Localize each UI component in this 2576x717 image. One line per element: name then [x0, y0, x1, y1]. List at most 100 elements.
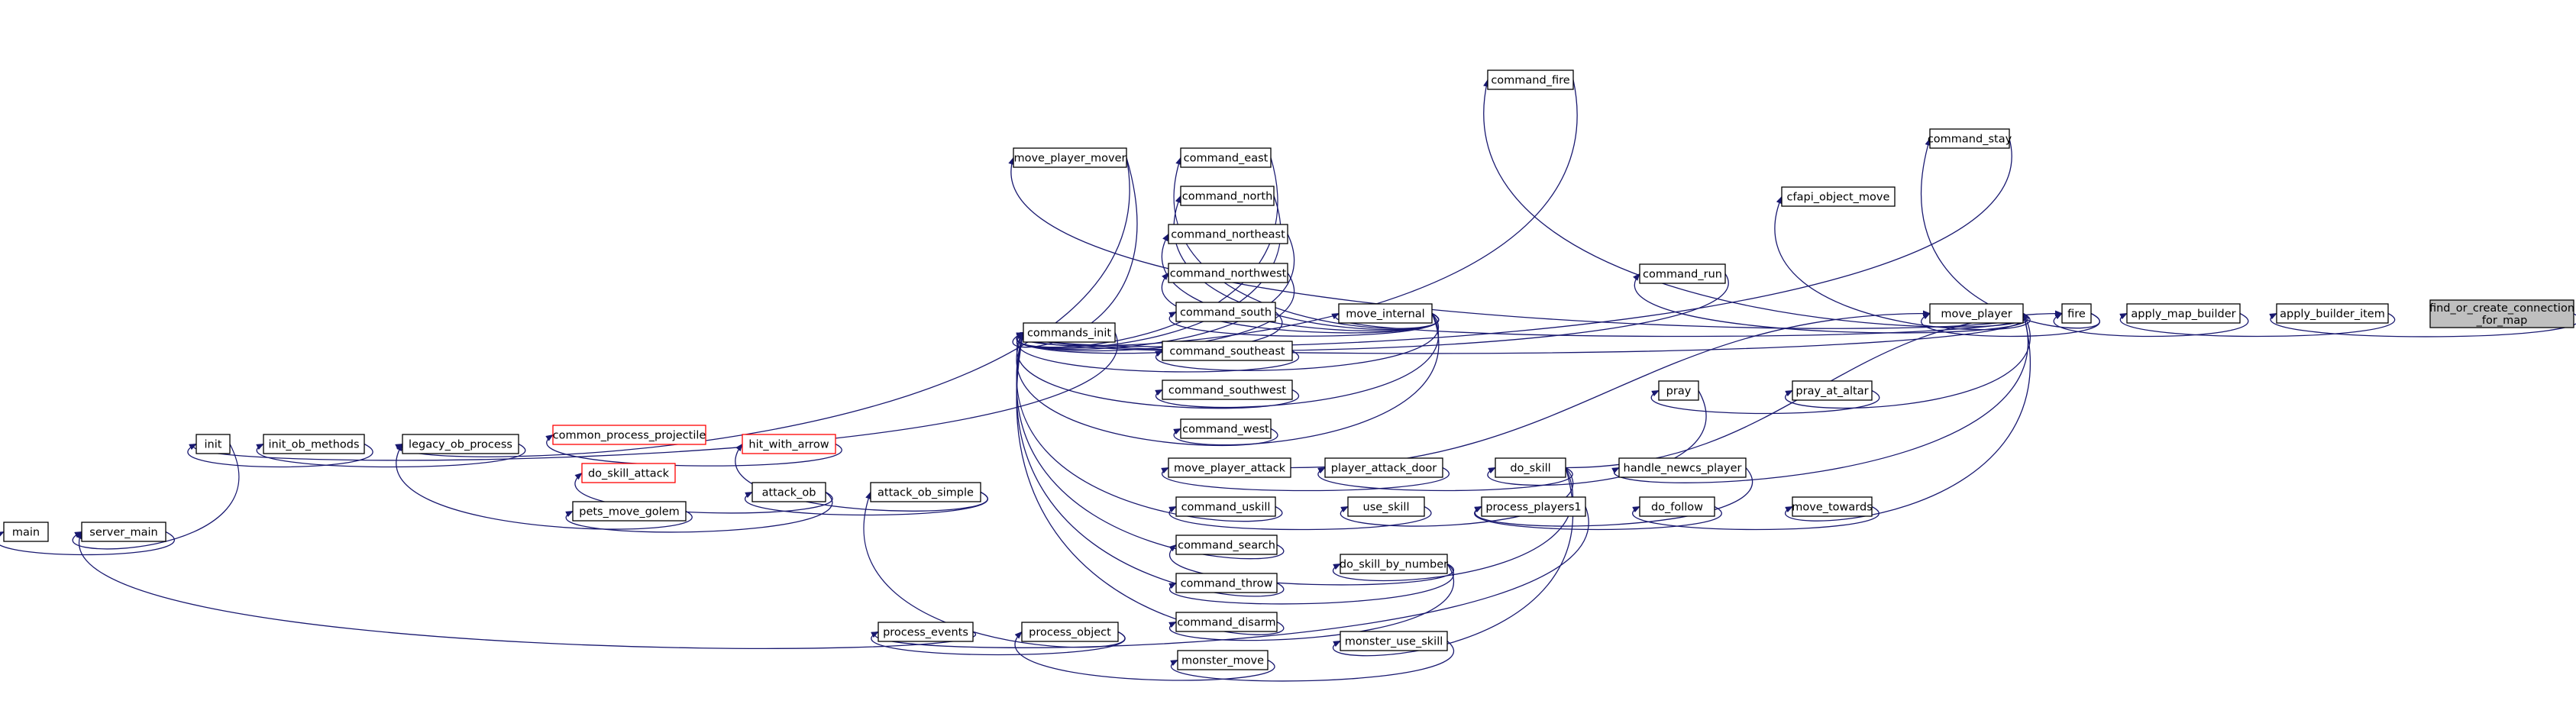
edges-layer	[0, 79, 2576, 682]
edge-line	[72, 444, 240, 550]
node-label: apply_builder_item	[2280, 308, 2385, 321]
node-pray[interactable]: pray	[1658, 380, 1699, 401]
node-move-player[interactable]: move_player	[1929, 303, 2024, 324]
edge-move_player-to-pray_at_altar	[1785, 313, 2031, 409]
node-command-south[interactable]: command_south	[1175, 302, 1276, 322]
node-hit-with-arrow[interactable]: hit_with_arrow	[742, 434, 836, 454]
edge-line	[1611, 313, 2029, 483]
edge-player_attack_door-to-move_player_attack	[1161, 467, 1450, 492]
node-process-object[interactable]: process_object	[1021, 622, 1119, 642]
edge-move_internal-to-command_southeast	[1155, 313, 1440, 371]
node-command-throw[interactable]: command_throw	[1175, 573, 1278, 593]
node-attack-ob[interactable]: attack_ob	[751, 482, 826, 502]
node-use-skill[interactable]: use_skill	[1347, 496, 1425, 517]
edge-line	[1168, 311, 1440, 337]
node-box	[1324, 457, 1443, 478]
edge-attack_ob_simple-to-attack_ob	[744, 491, 989, 516]
edge-pray-to-do_skill	[1487, 390, 1707, 486]
node-monster-use-skill[interactable]: monster_use_skill	[1340, 631, 1448, 651]
node-box	[263, 434, 365, 454]
node-command-east[interactable]: command_east	[1180, 147, 1272, 168]
edge-init-to-server_main	[72, 444, 240, 550]
edge-line	[871, 506, 1589, 648]
node-command-search[interactable]: command_search	[1175, 535, 1278, 555]
edge-monster_move-to-process_object	[1014, 631, 1275, 681]
node-box	[2126, 303, 2241, 324]
node-move-player-attack[interactable]: move_player_attack	[1168, 457, 1291, 478]
node-do-skill-attack[interactable]: do_skill_attack	[581, 463, 676, 483]
node-server-main[interactable]: server_main	[81, 522, 166, 542]
edge-do_skill-to-monster_use_skill	[1333, 467, 1573, 657]
node-label: pray	[1666, 386, 1692, 398]
edge-command_disarm-to-commands_init	[1016, 331, 1285, 635]
node-label: command_stay	[1928, 134, 2012, 146]
edge-line	[1008, 157, 2026, 329]
node-box	[742, 434, 836, 454]
edge-command_southeast-to-commands_init	[1016, 331, 1300, 373]
node-box	[1175, 612, 1278, 632]
node-box	[1481, 496, 1586, 517]
node-box	[751, 482, 826, 502]
node-box	[1175, 302, 1276, 322]
node-label: pets_move_golem	[579, 506, 680, 518]
node-command-southwest[interactable]: command_southwest	[1162, 379, 1293, 400]
node-command-uskill[interactable]: command_uskill	[1175, 496, 1276, 517]
node-monster-move[interactable]: monster_move	[1177, 650, 1269, 670]
node-command-north[interactable]: command_north	[1180, 186, 1275, 206]
node-handle-newcs-player[interactable]: handle_newcs_player	[1618, 457, 1747, 478]
node-attack-ob-simple[interactable]: attack_ob_simple	[870, 482, 981, 502]
edge-line	[1016, 138, 2012, 347]
node-apply-builder-item[interactable]: apply_builder_item	[2276, 303, 2389, 324]
node-cfapi-object-move[interactable]: cfapi_object_move	[1781, 186, 1896, 207]
node-label: init	[205, 439, 222, 451]
node-label: use_skill	[1363, 502, 1410, 514]
node-label: command_south	[1180, 307, 1272, 319]
edge-legacy_ob_process-to-init_ob_methods	[256, 443, 526, 468]
node-command-disarm[interactable]: command_disarm	[1175, 612, 1278, 632]
node-label: attack_ob_simple	[878, 487, 974, 499]
node-do-skill[interactable]: do_skill	[1495, 457, 1566, 478]
node-fire[interactable]: fire	[2061, 303, 2092, 324]
node-command-southeast[interactable]: command_southeast	[1162, 341, 1293, 361]
edge-line	[1168, 563, 1455, 605]
node-pets-move-golem[interactable]: pets_move_golem	[572, 501, 687, 522]
node-command-run[interactable]: command_run	[1639, 263, 1726, 284]
node-box	[1487, 69, 1574, 90]
node-move-towards[interactable]: move_towards	[1792, 496, 1873, 517]
edge-process_events-to-server_main	[76, 531, 977, 649]
node-common-process-projectile[interactable]: common_process_projectile	[552, 425, 706, 445]
node-box	[1180, 418, 1272, 439]
node-box	[1929, 128, 2010, 149]
node-command-northeast[interactable]: command_northeast	[1168, 224, 1288, 244]
edge-line	[1016, 331, 1285, 635]
node-do-follow[interactable]: do_follow	[1639, 496, 1715, 517]
node-init-ob-methods[interactable]: init_ob_methods	[263, 434, 365, 454]
nodes-layer: find_or_create_connection_for_mapapply_b…	[3, 69, 2574, 670]
node-process-players1[interactable]: process_players1	[1481, 496, 1586, 517]
node-box	[1023, 322, 1116, 343]
node-move-player-mover[interactable]: move_player_mover	[1013, 147, 1127, 168]
node-command-northwest[interactable]: command_northwest	[1168, 263, 1288, 283]
node-player-attack-door[interactable]: player_attack_door	[1324, 457, 1443, 478]
node-do-skill-by-number[interactable]: do_skill_by_number	[1340, 554, 1448, 574]
node-box	[2276, 303, 2389, 324]
node-label: _for_map	[2476, 315, 2528, 327]
node-process-events[interactable]: process_events	[878, 622, 974, 642]
node-apply-map-builder[interactable]: apply_map_builder	[2126, 303, 2241, 324]
edge-line	[1168, 544, 1455, 586]
edge-line	[1016, 312, 2026, 354]
node-command-fire[interactable]: command_fire	[1487, 69, 1574, 90]
edge-command_southwest-to-commands_init	[1016, 331, 1300, 409]
node-legacy-ob-process[interactable]: legacy_ob_process	[402, 434, 519, 454]
node-commands-init[interactable]: commands_init	[1023, 322, 1116, 343]
node-init[interactable]: init	[196, 434, 231, 454]
edge-command_west-to-commands_init	[1016, 331, 1278, 447]
edge-line	[1012, 157, 1138, 348]
node-label: command_run	[1643, 269, 1722, 281]
node-command-stay[interactable]: command_stay	[1928, 128, 2012, 149]
node-pray-at-altar[interactable]: pray_at_altar	[1792, 380, 1873, 401]
node-command-west[interactable]: command_west	[1180, 418, 1272, 439]
node-move-internal[interactable]: move_internal	[1338, 303, 1433, 324]
node-label: legacy_ob_process	[409, 439, 512, 451]
node-main[interactable]: main	[3, 522, 49, 542]
